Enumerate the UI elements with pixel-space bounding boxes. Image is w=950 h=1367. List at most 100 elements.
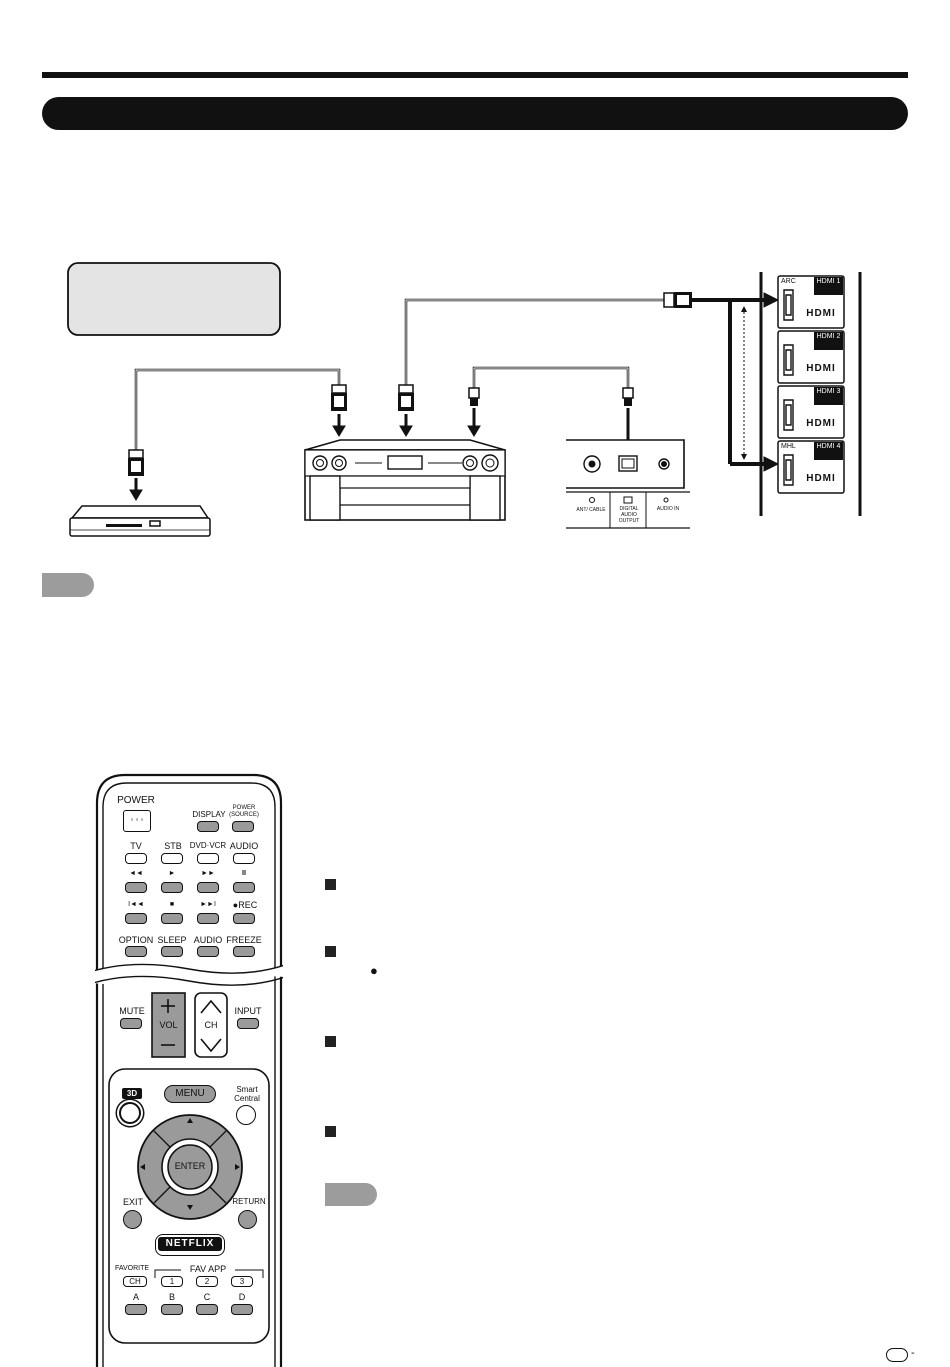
arrow-to-hdmi1 bbox=[692, 292, 780, 308]
pause-button[interactable] bbox=[233, 882, 255, 893]
ch-label: CH bbox=[204, 1020, 218, 1030]
hdmi-port-2-top-label: HDMI 2 bbox=[816, 333, 841, 340]
tv-button[interactable] bbox=[125, 853, 147, 864]
b-label: B bbox=[168, 1292, 175, 1302]
stb-label: STB bbox=[164, 841, 182, 851]
3d-button[interactable] bbox=[119, 1102, 141, 1124]
audio-select-button[interactable] bbox=[233, 853, 255, 864]
d-button[interactable] bbox=[231, 1304, 253, 1315]
hdmi-port-4-side-label: MHL bbox=[781, 443, 796, 450]
audio-in-label: AUDIO IN bbox=[656, 506, 680, 512]
dpad-up[interactable] bbox=[173, 1118, 207, 1136]
dvd-vcr-button[interactable] bbox=[197, 853, 219, 864]
skip-back-button[interactable] bbox=[125, 913, 147, 924]
favorite-ch-button[interactable]: CH bbox=[123, 1276, 147, 1287]
fav-app-1-label: 1 bbox=[169, 1277, 175, 1286]
hdmi-port-1-side-label: ARC bbox=[781, 278, 796, 285]
fast-forward-icon: ►► bbox=[201, 870, 215, 877]
volume-rocker[interactable] bbox=[152, 993, 185, 1057]
section-marker-2 bbox=[325, 946, 336, 957]
skip-back-icon: I◄◄ bbox=[128, 901, 144, 908]
exit-button[interactable] bbox=[123, 1210, 142, 1229]
sleep-button[interactable] bbox=[161, 946, 183, 957]
hdmi-port-4 bbox=[777, 440, 845, 494]
return-button[interactable] bbox=[238, 1210, 257, 1229]
hdmi-port-3 bbox=[777, 385, 845, 439]
a-button[interactable] bbox=[125, 1304, 147, 1315]
fast-forward-button[interactable] bbox=[197, 882, 219, 893]
freeze-label: FREEZE bbox=[226, 935, 262, 945]
dpad-left[interactable] bbox=[139, 1151, 157, 1185]
channel-rocker[interactable] bbox=[195, 993, 227, 1057]
dpad-right[interactable] bbox=[223, 1151, 241, 1185]
section-marker-4 bbox=[325, 1126, 336, 1137]
digital-audio-output-label: DIGITAL AUDIO OUTPUT bbox=[618, 506, 640, 524]
option-button[interactable] bbox=[125, 946, 147, 957]
power-button[interactable]: ◦ ◦ ◦ bbox=[123, 810, 151, 832]
input-label: INPUT bbox=[234, 1006, 262, 1016]
return-label: RETURN bbox=[232, 1197, 266, 1206]
fav-app-3-button[interactable]: 3 bbox=[231, 1276, 253, 1287]
mute-label: MUTE bbox=[119, 1006, 145, 1016]
hdmi-port-3-logo: HDMI bbox=[806, 418, 836, 429]
hdmi-port-1-top-label: HDMI 1 bbox=[816, 278, 841, 285]
smart-central-button[interactable] bbox=[236, 1105, 256, 1125]
page-suffix: - bbox=[911, 1347, 915, 1359]
play-button[interactable] bbox=[161, 882, 183, 893]
cable-optical bbox=[472, 366, 630, 388]
hdmi-port-1-logo: HDMI bbox=[806, 308, 836, 319]
sleep-label: SLEEP bbox=[157, 935, 187, 945]
rec-button[interactable] bbox=[233, 913, 255, 924]
note-badge bbox=[42, 573, 94, 597]
freeze-button[interactable] bbox=[233, 946, 255, 957]
fav-app-label: FAV APP bbox=[181, 1264, 235, 1274]
section-marker-3 bbox=[325, 1036, 336, 1047]
hdmi-plug-horizontal bbox=[663, 292, 692, 308]
d-label: D bbox=[238, 1292, 246, 1302]
b-button[interactable] bbox=[161, 1304, 183, 1315]
tv-hdmi-panel bbox=[759, 272, 862, 516]
stop-icon: ■ bbox=[169, 901, 175, 908]
play-icon: ► bbox=[168, 870, 176, 877]
optical-plug-tv bbox=[622, 387, 634, 406]
rewind-icon: ◄◄ bbox=[129, 870, 143, 877]
skip-forward-icon: ►►I bbox=[200, 901, 216, 908]
a-label: A bbox=[132, 1292, 139, 1302]
tv-label: TV bbox=[130, 841, 142, 851]
menu-label: MENU bbox=[175, 1088, 205, 1099]
audio-top-label: AUDIO bbox=[229, 841, 259, 851]
pause-icon: II bbox=[242, 870, 246, 877]
c-button[interactable] bbox=[196, 1304, 218, 1315]
page-number-oval bbox=[886, 1348, 908, 1362]
dpad-down[interactable] bbox=[173, 1198, 207, 1216]
3d-label: 3D bbox=[122, 1088, 142, 1099]
section-marker-1 bbox=[325, 879, 336, 890]
fav-app-1-button[interactable]: 1 bbox=[161, 1276, 183, 1287]
input-button[interactable] bbox=[237, 1018, 259, 1029]
menu-button[interactable]: MENU bbox=[164, 1085, 216, 1103]
netflix-logo: NETFLIX bbox=[158, 1237, 222, 1251]
display-label: DISPLAY bbox=[192, 810, 226, 819]
fav-app-2-button[interactable]: 2 bbox=[196, 1276, 218, 1287]
skip-forward-button[interactable] bbox=[197, 913, 219, 924]
mute-button[interactable] bbox=[120, 1018, 142, 1029]
display-button[interactable] bbox=[197, 821, 219, 832]
vol-label: VOL bbox=[159, 1020, 178, 1030]
bullet: ● bbox=[370, 963, 378, 978]
section-title-bar bbox=[42, 97, 908, 130]
rewind-button[interactable] bbox=[125, 882, 147, 893]
stop-button[interactable] bbox=[161, 913, 183, 924]
audio-button[interactable] bbox=[197, 946, 219, 957]
option-label: OPTION bbox=[118, 935, 154, 945]
favorite-ch-label: CH bbox=[129, 1277, 141, 1286]
audio-label: AUDIO bbox=[193, 935, 223, 945]
power-label: POWER bbox=[117, 795, 155, 806]
connection-diagram bbox=[67, 262, 862, 537]
hdmi-port-1 bbox=[777, 275, 845, 329]
c-label: C bbox=[203, 1292, 211, 1302]
enter-button[interactable] bbox=[168, 1145, 212, 1189]
netflix-button[interactable]: NETFLIX bbox=[155, 1234, 225, 1256]
header-rule bbox=[42, 72, 908, 78]
stb-button[interactable] bbox=[161, 853, 183, 864]
power-source-button[interactable] bbox=[232, 821, 254, 832]
